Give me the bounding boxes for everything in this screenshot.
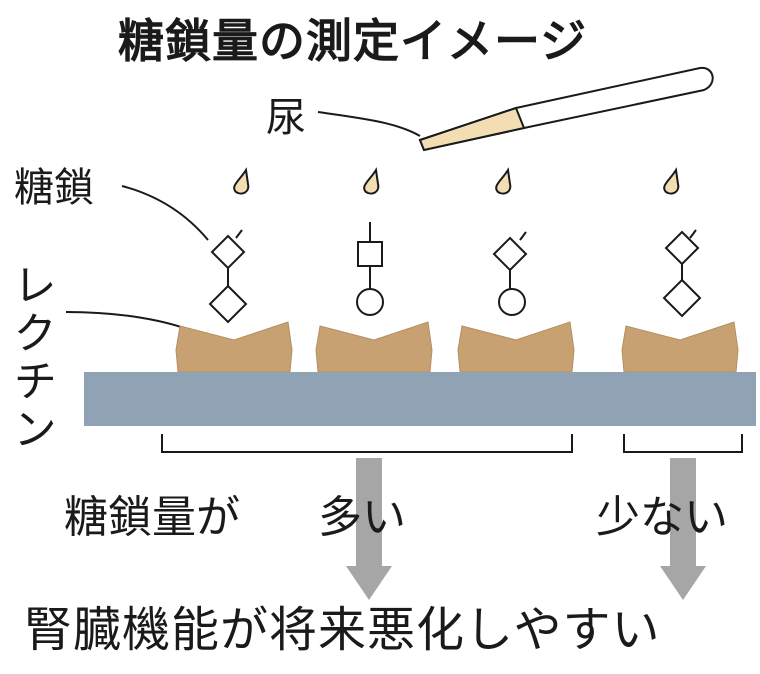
droplet-icon xyxy=(663,167,680,195)
square-glycan-icon xyxy=(356,222,384,316)
droplet-icon xyxy=(233,167,250,195)
diamond-glycan-icon xyxy=(492,231,528,316)
glycan-label: 糖鎖 xyxy=(14,165,94,211)
few-label: 少ない xyxy=(596,492,728,543)
result-label: 腎臓機能が将来悪化しやすい xyxy=(24,602,661,658)
glycan-leader-line xyxy=(121,185,209,241)
lectin-icon xyxy=(315,321,433,373)
glycan-amount-label: 糖鎖量が xyxy=(64,492,240,543)
circle-glycan-icon xyxy=(356,288,384,316)
droplet-icon xyxy=(495,167,512,195)
many-label: 多い xyxy=(318,492,406,543)
urine-leader-line xyxy=(317,111,421,137)
lectin-icon xyxy=(621,321,739,373)
diamond-glycan-icon xyxy=(662,229,702,318)
arrow-down-icon xyxy=(346,458,392,600)
bracket-few xyxy=(623,434,743,453)
measurement-plate xyxy=(84,372,756,426)
diamond-glycan-icon xyxy=(208,229,248,324)
lectin-label: レクチン xyxy=(5,262,56,454)
arrow-down-icon xyxy=(660,458,706,600)
circle-glycan-icon xyxy=(498,288,526,316)
droplet-icon xyxy=(363,167,380,195)
lectin-icon xyxy=(457,321,575,373)
bracket-many xyxy=(161,434,573,453)
lectin-icon xyxy=(175,321,293,373)
pipette-icon xyxy=(418,66,714,152)
page-title: 糖鎖量の測定イメージ xyxy=(118,14,588,68)
urine-label: 尿 xyxy=(266,95,306,141)
